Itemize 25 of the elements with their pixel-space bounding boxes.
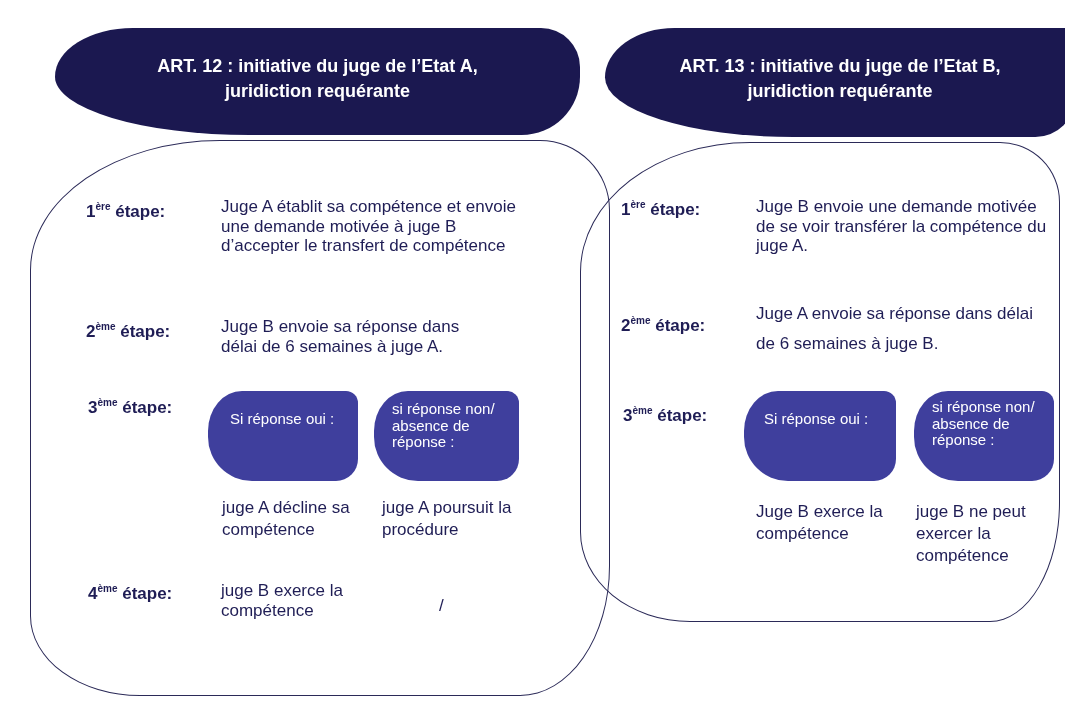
outcome-text: Juge B exerce la compétence xyxy=(756,501,884,546)
step-label: 4$^{ème}$ étape: xyxy=(88,583,174,604)
step-label: 1$^{ère}$ étape: xyxy=(86,201,167,222)
step-text: Juge B envoie une demande motivée de se voir transférer la compétence du juge A. xyxy=(756,197,1048,256)
step-text: juge B exerce la compétence xyxy=(221,581,344,621)
step-label: 1$^{ère}$ étape: xyxy=(621,199,702,220)
step-label: 2$^{ème}$ étape: xyxy=(621,315,707,336)
rounded-card xyxy=(30,140,610,696)
title-banner: ART. 13 : initiative du juge de l’Etat B, juridiction requérante xyxy=(605,28,1065,137)
condition-text: Si réponse oui : xyxy=(764,411,870,428)
step-label: 2$^{ème}$ étape: xyxy=(86,321,172,342)
step-text: Juge A établit sa compétence et envoie une demande motivée à juge B d’accepter le transfert de compétence xyxy=(221,197,517,256)
outcome-text: juge A décline sa compétence xyxy=(222,497,351,542)
step-text: Juge A envoie sa réponse dans délai de 6 semaines à juge B. xyxy=(756,303,1034,355)
outcome-text: juge B ne peut exercer la compétence xyxy=(916,501,1027,568)
outcome-text: juge A poursuit la procédure xyxy=(382,497,513,542)
step-label: 3$^{ème}$ étape: xyxy=(88,397,174,418)
step-text: / xyxy=(439,596,445,616)
title-banner: ART. 12 : initiative du juge de l’Etat A, juridiction requérante xyxy=(55,28,580,135)
condition-text: si réponse non/ absence de réponse : xyxy=(932,399,1036,449)
step-label: 3$^{ème}$ étape: xyxy=(623,405,709,426)
condition-text: si réponse non/ absence de réponse : xyxy=(392,401,496,451)
condition-text: Si réponse oui : xyxy=(230,411,336,428)
rounded-card xyxy=(580,142,1060,622)
step-text: Juge B envoie sa réponse dans délai de 6 semaines à juge A. xyxy=(221,317,461,357)
